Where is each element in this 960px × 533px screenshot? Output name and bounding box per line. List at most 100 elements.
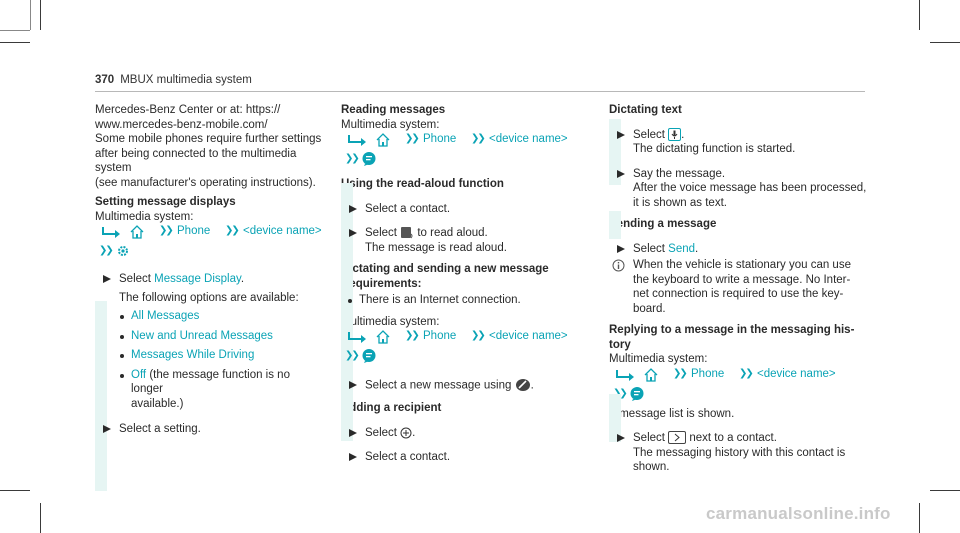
crop-mark [40, 503, 41, 533]
path-arrow-icon [616, 369, 634, 381]
step: Say the message. [609, 167, 869, 182]
step-bar [609, 211, 621, 239]
phone-menu-item: Phone [423, 133, 457, 145]
note-text: board. [633, 302, 666, 315]
message-bubble-icon [362, 349, 376, 364]
section-heading: Sending a message [609, 218, 717, 230]
chevron-icon: ❯❯ [225, 225, 240, 236]
menu-path: ❯❯ Phone ❯❯ <device name> [341, 132, 601, 151]
settings-gear-icon [118, 246, 128, 256]
body-text: A message list is shown. [609, 407, 735, 420]
column-3: Dictating text Select . The dictating fu… [609, 103, 869, 475]
message-display-link: Message Display [154, 273, 241, 285]
step-arrow-icon [617, 244, 625, 253]
step-arrow-icon [617, 434, 625, 442]
list-item: There is an Internet connection. [347, 293, 601, 308]
section-heading: tory [609, 338, 631, 351]
step-bar [609, 394, 621, 442]
crop-mark [40, 0, 41, 30]
step: Select Message Display. [95, 272, 325, 287]
step-desc: The following options are available: [119, 291, 299, 304]
crop-mark [919, 0, 920, 30]
step: Select Send. [609, 242, 869, 257]
path-arrow-icon [348, 332, 366, 344]
step-bar [341, 183, 353, 441]
device-name-item: <device name> [243, 225, 322, 237]
menu-path: ❯❯ [341, 151, 601, 170]
intro-text: www.mercedes-benz-mobile.com/ [95, 118, 268, 131]
step: Select next to a contact. [609, 431, 869, 446]
system-label: Multimedia system: [341, 315, 440, 328]
message-bubble-icon [630, 386, 644, 401]
menu-path: ❯❯ [95, 243, 325, 262]
page-number: 370 [95, 74, 115, 86]
step: Select . [609, 127, 869, 143]
step-desc: The dictating function is started. [633, 143, 796, 155]
crop-mark [30, 0, 31, 30]
options-list: All Messages New and Unread Messages Mes… [95, 309, 325, 411]
device-name-item: <device name> [489, 133, 568, 145]
step: Select . [341, 426, 601, 441]
chevron-icon: ❯❯ [673, 367, 688, 379]
crop-mark [0, 490, 30, 491]
chapter-title: MBUX multimedia system [120, 74, 252, 86]
step-bar [95, 301, 107, 491]
intro-text: (see manufacturer's operating instructio… [95, 176, 316, 189]
system-label: Multimedia system: [95, 210, 194, 223]
watermark: carmanualsonline.info [706, 504, 891, 523]
section-heading: Setting message displays [95, 196, 236, 208]
column-2: Reading messages Multimedia system: ❯❯ P… [341, 103, 601, 465]
phone-menu-item: Phone [423, 330, 457, 343]
menu-path: ❯❯ Phone ❯❯ <device name> [341, 329, 601, 348]
step-desc: The messaging history with this contact … [633, 446, 846, 459]
intro-text: after being connected to the multimedia … [95, 147, 297, 175]
system-label: Multimedia system: [609, 353, 708, 365]
send-link: Send [668, 242, 696, 255]
phone-menu-item: Phone [177, 225, 211, 237]
step-arrow-icon [617, 169, 625, 178]
chevron-icon: ❯❯ [159, 225, 174, 236]
chevron-icon: ❯❯ [345, 153, 360, 164]
section-heading: Dictating text [609, 104, 682, 116]
read-aloud-icon [401, 227, 413, 239]
intro-text: Some mobile phones require further setti… [95, 133, 322, 145]
list-item: Messages While Driving [119, 348, 325, 363]
step-desc: shown. [633, 461, 670, 473]
chevron-icon: ❯❯ [613, 387, 628, 399]
crop-mark [930, 42, 960, 43]
section-heading: Reading messages [341, 104, 446, 116]
new-message-icon [515, 379, 530, 392]
section-heading: Adding a recipient [341, 402, 442, 415]
intro-text: Mercedes-Benz Center or at: https:// [95, 104, 281, 116]
menu-path: ❯❯ Phone ❯❯ <device name> [609, 367, 869, 386]
path-arrow-icon [348, 135, 366, 146]
device-name-item: <device name> [489, 330, 568, 343]
list-item: Off (the message function is no longer [119, 368, 325, 397]
chevron-icon: ❯❯ [345, 350, 360, 362]
microphone-icon [668, 127, 682, 141]
note: When the vehicle is stationary you can u… [609, 258, 869, 316]
step: Select a contact. [341, 450, 601, 465]
header-rule [95, 91, 865, 92]
phone-menu-item: Phone [691, 367, 725, 380]
chevron-icon: ❯❯ [99, 245, 114, 256]
step-arrow-icon [103, 275, 111, 283]
section-heading: Using the read-aloud function [341, 178, 504, 190]
step-arrow-icon [617, 130, 625, 139]
path-arrow-icon [102, 227, 120, 238]
step: Select a new message using . [341, 378, 601, 393]
step-arrow-icon [349, 428, 357, 437]
column-1: Mercedes-Benz Center or at: https:// www… [95, 103, 325, 491]
crop-mark [0, 42, 30, 43]
step-desc: it is shown as text. [633, 196, 727, 209]
section-heading: Replying to a message in the messaging h… [609, 324, 855, 336]
note-text: the keyboard to write a message. No Inte… [633, 273, 851, 286]
step-arrow-icon [349, 381, 357, 390]
list-item-cont: available.) [131, 397, 184, 410]
menu-path: ❯❯ Phone ❯❯ <device name> [95, 224, 325, 243]
crop-mark [0, 30, 30, 31]
note-text: net connection is required to use the ke… [633, 288, 844, 300]
chevron-icon: ❯❯ [405, 133, 420, 144]
list-item: New and Unread Messages [119, 329, 325, 344]
crop-mark [919, 503, 920, 533]
